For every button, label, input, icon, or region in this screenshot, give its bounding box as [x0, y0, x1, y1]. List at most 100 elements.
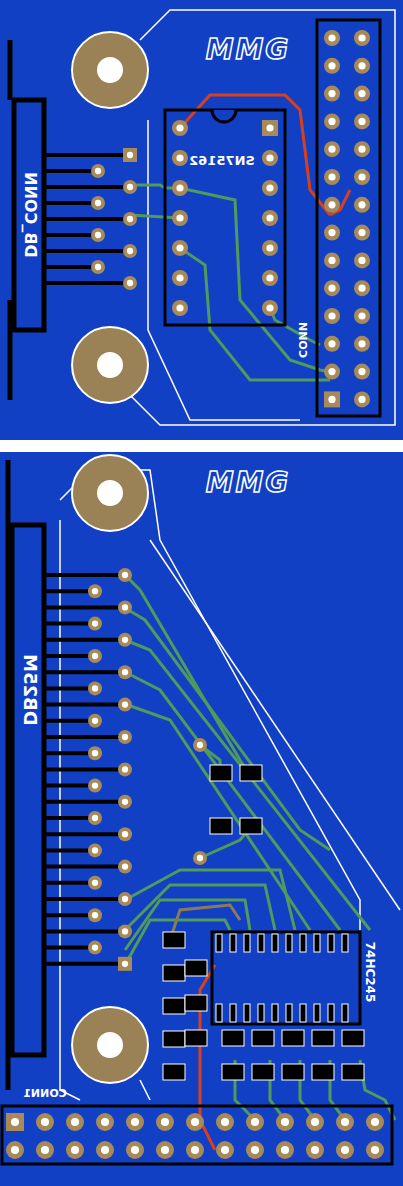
drill-hole — [341, 1146, 349, 1154]
smd-pad — [282, 1030, 304, 1046]
connector-pin — [44, 881, 95, 885]
connector-pin — [44, 832, 125, 836]
drill-hole — [358, 285, 365, 292]
drill-hole — [371, 1146, 379, 1154]
ic-pad — [272, 1004, 278, 1022]
drill-hole — [92, 718, 98, 724]
square-pad — [123, 148, 137, 162]
drill-hole — [122, 701, 128, 707]
drill-hole — [122, 669, 128, 675]
drill-hole — [266, 244, 273, 251]
drill-hole — [266, 184, 273, 191]
drill-hole — [358, 201, 365, 208]
drill-hole — [328, 118, 335, 125]
connector-pin — [44, 217, 130, 221]
drill-hole — [328, 201, 335, 208]
drill-hole — [122, 604, 128, 610]
drill-hole — [122, 961, 128, 967]
connector-pin — [44, 249, 130, 253]
drill-hole — [197, 742, 203, 748]
drill-hole — [122, 572, 128, 578]
drill-hole — [122, 928, 128, 934]
pad — [118, 892, 132, 906]
ic-pad — [314, 1004, 320, 1022]
pad — [172, 210, 188, 226]
ic-pad — [230, 934, 236, 952]
drill-hole — [131, 1118, 139, 1126]
connector-pin — [44, 719, 95, 723]
connector-pin — [44, 913, 95, 917]
smd-pad — [342, 1030, 364, 1046]
drill-hole — [328, 173, 335, 180]
pad — [324, 141, 340, 157]
pad — [306, 1113, 324, 1131]
smd-pad — [252, 1064, 274, 1080]
drill-hole — [11, 1118, 19, 1126]
drill-hole — [358, 340, 365, 347]
pad — [156, 1113, 174, 1131]
pad — [324, 336, 340, 352]
connector-pin — [44, 897, 125, 901]
connector-pin — [44, 153, 130, 157]
pad — [123, 212, 137, 226]
drill-hole — [11, 1146, 19, 1154]
drill-hole — [127, 280, 133, 286]
pad — [276, 1113, 294, 1131]
connector-pin — [44, 865, 125, 869]
pad — [156, 1141, 174, 1159]
connector-pin — [44, 605, 125, 609]
pad — [88, 649, 102, 663]
drill-hole — [95, 168, 101, 174]
drill-hole — [266, 124, 273, 131]
silkscreen-label: CONN — [298, 322, 309, 358]
drill-hole — [122, 766, 128, 772]
pad — [88, 908, 102, 922]
pad — [36, 1141, 54, 1159]
drill-hole — [101, 1118, 109, 1126]
drill-hole — [328, 34, 335, 41]
drill-hole — [341, 1118, 349, 1126]
drill-hole — [95, 200, 101, 206]
pad — [118, 795, 132, 809]
drill-hole — [358, 312, 365, 319]
ic-pad — [314, 934, 320, 952]
drill-hole — [95, 232, 101, 238]
drill-hole — [266, 154, 273, 161]
pad — [123, 244, 137, 258]
ic-pad — [216, 1004, 222, 1022]
drill-hole — [97, 1032, 123, 1058]
pad — [262, 240, 278, 256]
ic-pad — [244, 934, 250, 952]
pad — [6, 1141, 24, 1159]
drill-hole — [266, 304, 273, 311]
drill-hole — [92, 653, 98, 659]
pad — [186, 1141, 204, 1159]
ic-pad — [300, 934, 306, 952]
mounting-hole — [72, 32, 148, 108]
square-pad — [118, 957, 132, 971]
pad — [91, 228, 105, 242]
connector-pin — [44, 185, 130, 189]
drill-hole — [221, 1146, 229, 1154]
connector-pin — [44, 622, 95, 626]
pad — [118, 600, 132, 614]
mounting-hole — [72, 1007, 148, 1083]
pad — [324, 86, 340, 102]
connector-pin — [44, 589, 95, 593]
smd-pad — [163, 1064, 185, 1080]
connector-pin — [44, 816, 95, 820]
smd-pad — [222, 1064, 244, 1080]
drill-hole — [251, 1118, 259, 1126]
drill-hole — [92, 750, 98, 756]
pad — [366, 1141, 384, 1159]
connector-pin — [44, 281, 130, 285]
pad — [96, 1141, 114, 1159]
pad — [324, 197, 340, 213]
drill-hole — [197, 855, 203, 861]
smd-pad — [185, 960, 207, 976]
silkscreen-label: DB_CONN — [22, 172, 38, 258]
drill-hole — [358, 62, 365, 69]
silkscreen-label: CONN1 — [23, 1088, 67, 1099]
pad — [262, 270, 278, 286]
pad — [66, 1141, 84, 1159]
